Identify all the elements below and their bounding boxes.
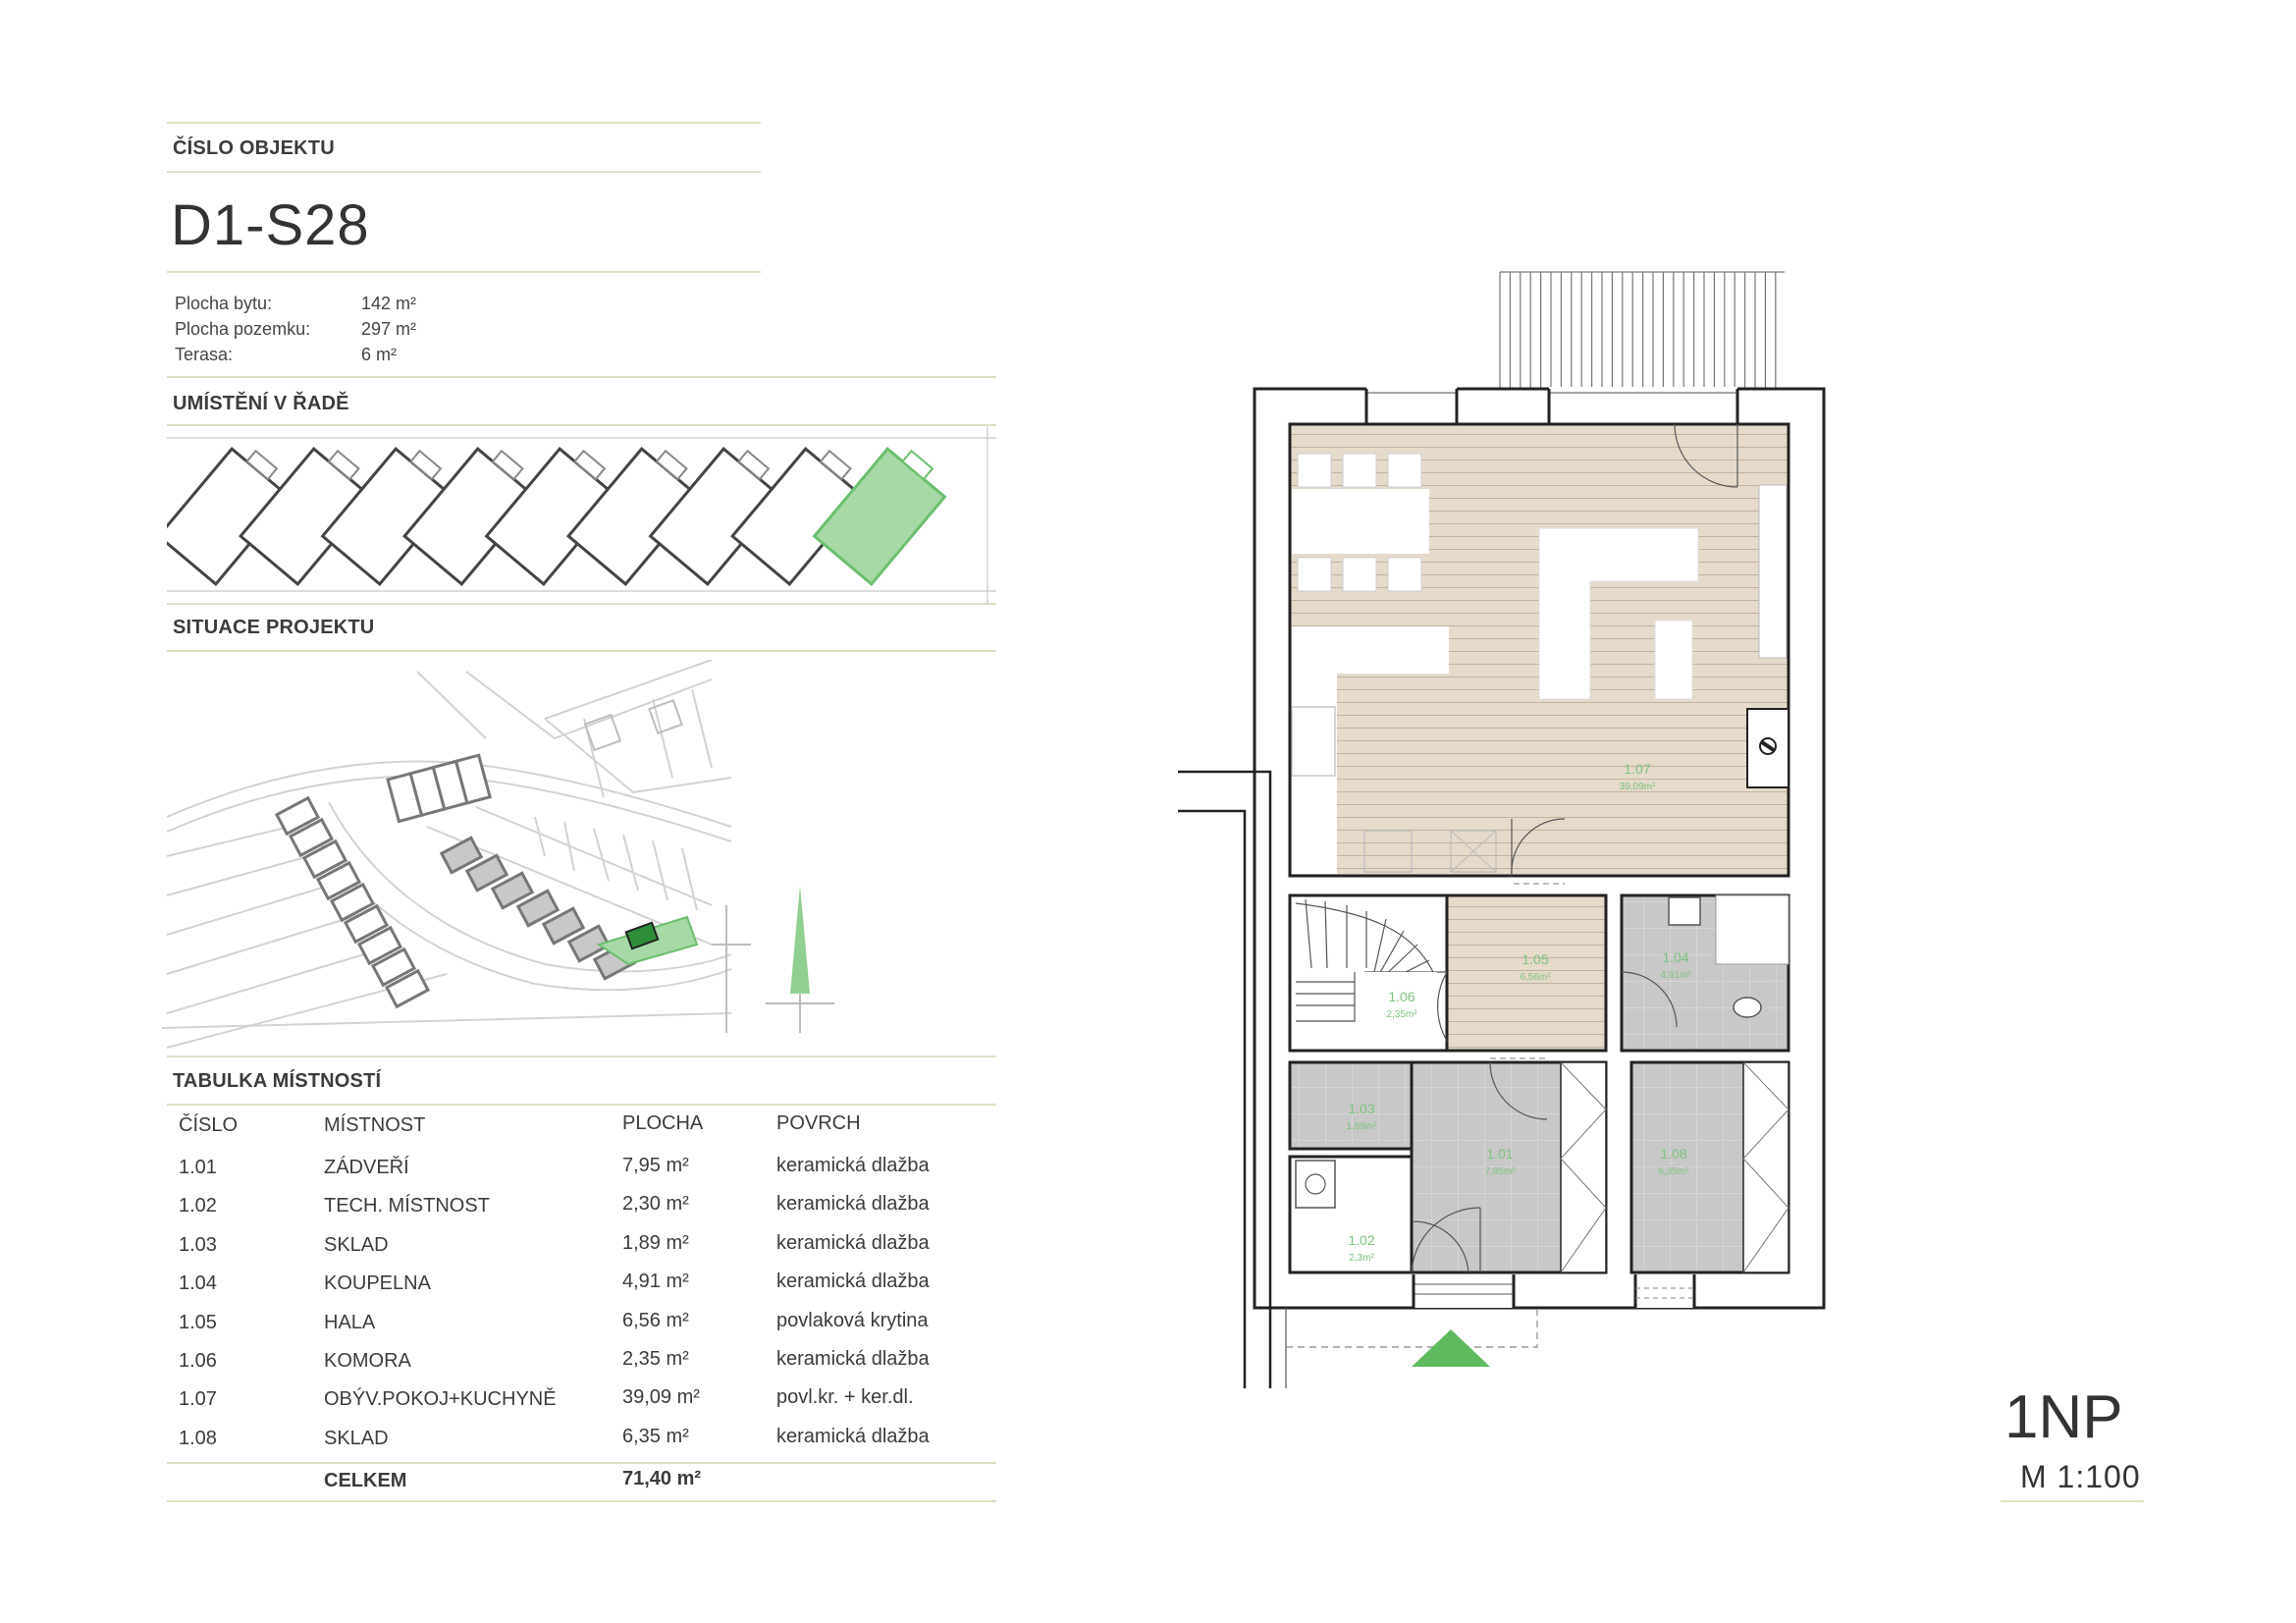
room-label-1-03: 1.03 xyxy=(1348,1101,1374,1116)
row-placement-title: UMÍSTĚNÍ V ŘADĚ xyxy=(173,393,349,414)
info-value: 142 m² xyxy=(361,294,417,313)
row-house xyxy=(167,447,292,586)
table-cell: ZÁDVEŘÍ xyxy=(324,1157,409,1178)
table-cell: 1.03 xyxy=(179,1233,217,1256)
table-cell: 1.01 xyxy=(179,1157,217,1178)
row-house xyxy=(238,447,374,586)
site-house xyxy=(343,903,390,945)
site-house-block xyxy=(386,753,492,824)
room-label-1-06: 1.06 xyxy=(1388,989,1415,1004)
site-plan xyxy=(162,660,834,1049)
table-cell: OBÝV.POKOJ+KUCHYNĚ xyxy=(324,1388,557,1411)
table-cell: HALA xyxy=(324,1311,376,1333)
table-cell: 2,35 m² xyxy=(622,1348,689,1370)
site-house xyxy=(464,853,509,893)
room-label-1-07: 1.07 xyxy=(1624,761,1650,777)
table-cell: 1.08 xyxy=(179,1427,217,1449)
table-cell: povl.kr. + ker.dl. xyxy=(776,1386,914,1409)
object-number-title: ČÍSLO OBJEKTU xyxy=(173,137,335,159)
room-area-1-02: 2,3m² xyxy=(1349,1253,1374,1264)
table-header-cell: PLOCHA xyxy=(622,1112,704,1134)
info-label: Plocha pozemku: xyxy=(175,319,311,339)
room-area-1-03: 1,89m² xyxy=(1346,1121,1377,1132)
table-cell: keramická dlažba xyxy=(776,1155,930,1176)
table-cell: 4,91 m² xyxy=(622,1271,689,1293)
info-label: Terasa: xyxy=(175,345,234,364)
table-cell: SKLAD xyxy=(324,1427,389,1449)
table-cell: TECH. MÍSTNOST xyxy=(324,1195,490,1217)
room-label-1-01: 1.01 xyxy=(1486,1146,1513,1162)
room-area-1-04: 4,91m² xyxy=(1660,970,1691,981)
room-label-1-08: 1.08 xyxy=(1660,1146,1686,1162)
table-cell: 6,56 m² xyxy=(622,1309,689,1331)
site-house xyxy=(315,860,362,901)
site-house xyxy=(274,795,321,837)
table-cell: povlaková krytina xyxy=(776,1309,929,1331)
room-area-1-05: 6,56m² xyxy=(1520,972,1551,983)
room-label-1-02: 1.02 xyxy=(1348,1232,1374,1248)
selected-house xyxy=(812,447,947,586)
table-cell: KOUPELNA xyxy=(324,1272,431,1295)
site-house xyxy=(384,968,431,1009)
site-house xyxy=(356,925,403,966)
table-cell: keramická dlažba xyxy=(776,1231,930,1254)
site-house xyxy=(515,889,561,928)
table-cell: keramická dlažba xyxy=(776,1425,930,1447)
table-cell: 7,95 m² xyxy=(622,1155,689,1176)
table-cell: keramická dlažba xyxy=(776,1193,930,1216)
table-cell: 1.05 xyxy=(179,1311,217,1333)
site-house xyxy=(541,906,586,946)
rooms-table-title: TABULKA MÍSTNOSTÍ xyxy=(173,1070,382,1092)
room-area-1-08: 6,35m² xyxy=(1658,1166,1689,1177)
table-cell: KOMORA xyxy=(324,1350,411,1372)
room-label-1-05: 1.05 xyxy=(1522,951,1548,967)
scale-label: M 1:100 xyxy=(2020,1459,2141,1494)
site-house xyxy=(329,882,376,923)
object-code: D1-S28 xyxy=(171,193,370,257)
floor-plan: 1.07 39,09m² 1.05 6,56m² 1.04 4,91m² 1.0… xyxy=(1178,271,1826,1388)
site-house xyxy=(490,871,535,910)
total-value: 71,40 m² xyxy=(622,1468,702,1489)
table-header-cell: POVRCH xyxy=(776,1112,861,1134)
info-label: Plocha bytu: xyxy=(175,294,273,313)
table-cell: keramická dlažba xyxy=(776,1271,930,1293)
site-house xyxy=(566,924,612,963)
row-house xyxy=(401,447,538,586)
site-house xyxy=(301,839,348,880)
table-cell: 2,30 m² xyxy=(622,1193,689,1216)
table-cell: 1,89 m² xyxy=(622,1231,689,1254)
room-area-1-06: 2,35m² xyxy=(1386,1009,1417,1020)
room-label-1-04: 1.04 xyxy=(1662,949,1688,965)
table-cell: 1.02 xyxy=(179,1195,217,1217)
room-area-1-07: 39,09m² xyxy=(1620,782,1656,792)
info-value: 297 m² xyxy=(361,319,417,339)
table-cell: 39,09 m² xyxy=(622,1386,700,1409)
table-cell: 1.04 xyxy=(179,1272,217,1295)
site-house xyxy=(370,947,417,988)
table-cell: SKLAD xyxy=(324,1233,389,1256)
room-area-1-01: 7,95m² xyxy=(1484,1166,1516,1177)
table-cell: 1.06 xyxy=(179,1350,217,1372)
info-value: 6 m² xyxy=(361,345,397,364)
site-house xyxy=(439,836,484,875)
floor-label: 1NP xyxy=(2004,1383,2123,1451)
site-house xyxy=(288,817,335,858)
site-title: SITUACE PROJEKTU xyxy=(173,617,375,638)
row-placement-diagram xyxy=(167,426,996,603)
table-cell: 1.07 xyxy=(179,1388,217,1411)
table-header-cell: ČÍSLO xyxy=(179,1114,239,1136)
total-label: CELKEM xyxy=(324,1470,407,1491)
table-cell: 6,35 m² xyxy=(622,1425,689,1447)
row-house xyxy=(565,447,702,586)
table-cell: keramická dlažba xyxy=(776,1348,930,1370)
table-header-cell: MÍSTNOST xyxy=(324,1114,426,1136)
